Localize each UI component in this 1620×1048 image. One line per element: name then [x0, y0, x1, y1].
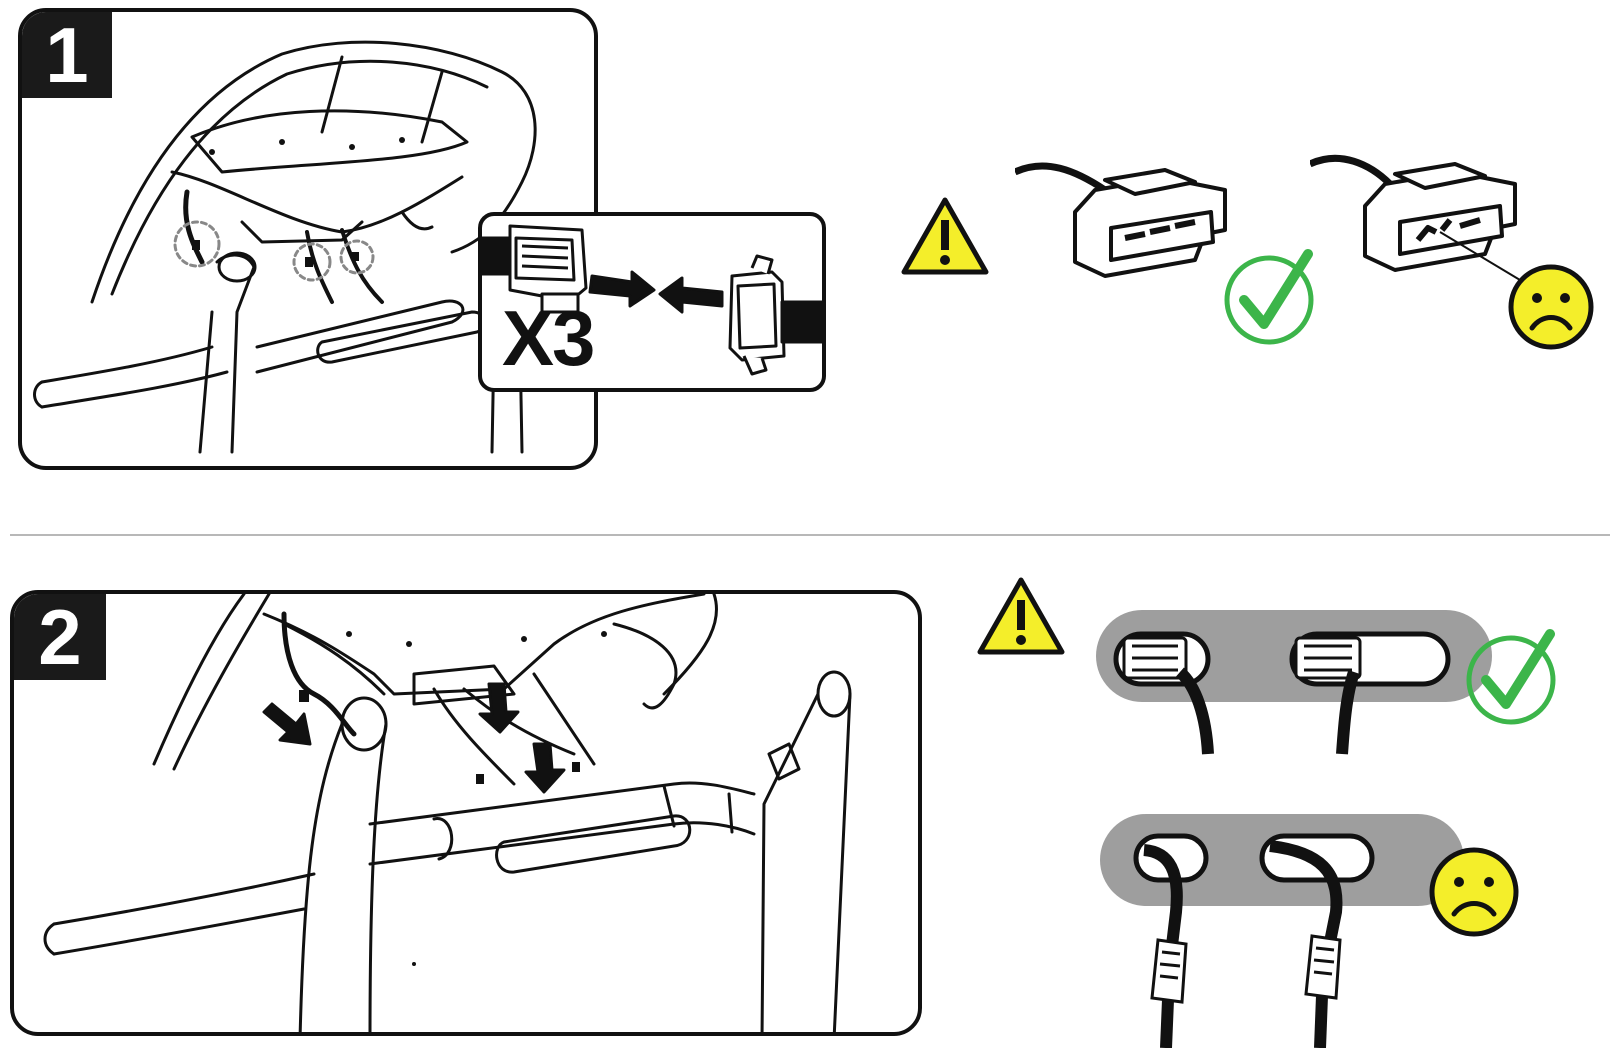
- step-number-badge: 1: [22, 12, 112, 99]
- sad-face-icon: [1429, 847, 1519, 937]
- correct-cable-routing-illustration: [1096, 610, 1492, 755]
- step-2-illustration: [43, 594, 852, 1032]
- step-1-illustration: [33, 40, 537, 454]
- warning-triangle-icon: [977, 577, 1065, 655]
- correct-connector-illustration: [1015, 162, 1227, 278]
- bent-pin-connector-illustration: [1310, 154, 1521, 281]
- green-check-icon: [1466, 629, 1556, 725]
- green-check-icon: [1224, 249, 1314, 345]
- connector-inset: X3: [478, 212, 826, 392]
- quantity-label: X3: [502, 294, 595, 382]
- sad-face-icon: [1508, 264, 1594, 350]
- warning-triangle-icon: [901, 197, 989, 275]
- step-number-badge: 2: [14, 594, 106, 681]
- incorrect-cable-routing-illustration: [1100, 814, 1464, 1048]
- section-divider: [10, 534, 1610, 536]
- connector-join-illustration: [482, 224, 822, 376]
- step-2-panel: 2: [10, 590, 922, 1036]
